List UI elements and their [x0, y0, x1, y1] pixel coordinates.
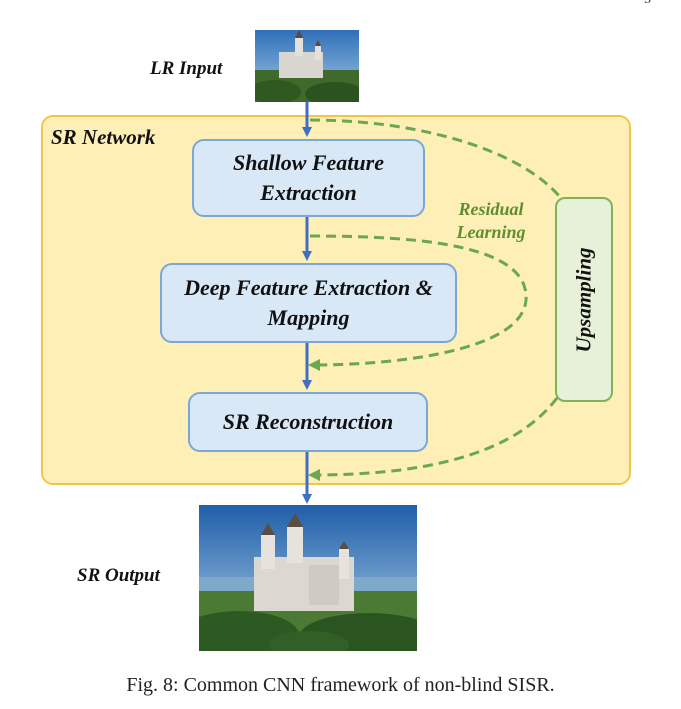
deep-feature-extraction-block: Deep Feature Extraction & Mapping: [160, 263, 457, 343]
sr-output-image: [199, 505, 417, 651]
sr-network-label: SR Network: [51, 125, 156, 149]
upsampling-block: Upsampling: [555, 197, 613, 402]
residual-connection-to-upsampling: [309, 118, 562, 198]
residual-learning-label: Residual Learning: [456, 199, 526, 242]
deep-feature-extraction-label: Deep Feature Extraction & Mapping: [184, 275, 433, 330]
residual-connection-inner: [308, 234, 528, 371]
lr-input-image: [255, 30, 359, 102]
page-number: 5: [644, 0, 651, 8]
residual-connection-from-upsampling: [308, 397, 559, 481]
sr-reconstruction-label: SR Reconstruction: [222, 409, 394, 435]
sr-castle-photo: [199, 505, 417, 651]
sr-output-label: SR Output: [77, 565, 160, 586]
figure-caption: Fig. 8: Common CNN framework of non-blin…: [126, 674, 555, 696]
lr-castle-thumbnail: [255, 30, 359, 102]
lr-input-label: LR Input: [150, 58, 223, 79]
shallow-feature-extraction-block: Shallow Feature Extraction: [192, 139, 425, 217]
shallow-feature-extraction-label: Shallow Feature Extraction: [233, 150, 384, 205]
sr-reconstruction-block: SR Reconstruction: [188, 392, 428, 452]
